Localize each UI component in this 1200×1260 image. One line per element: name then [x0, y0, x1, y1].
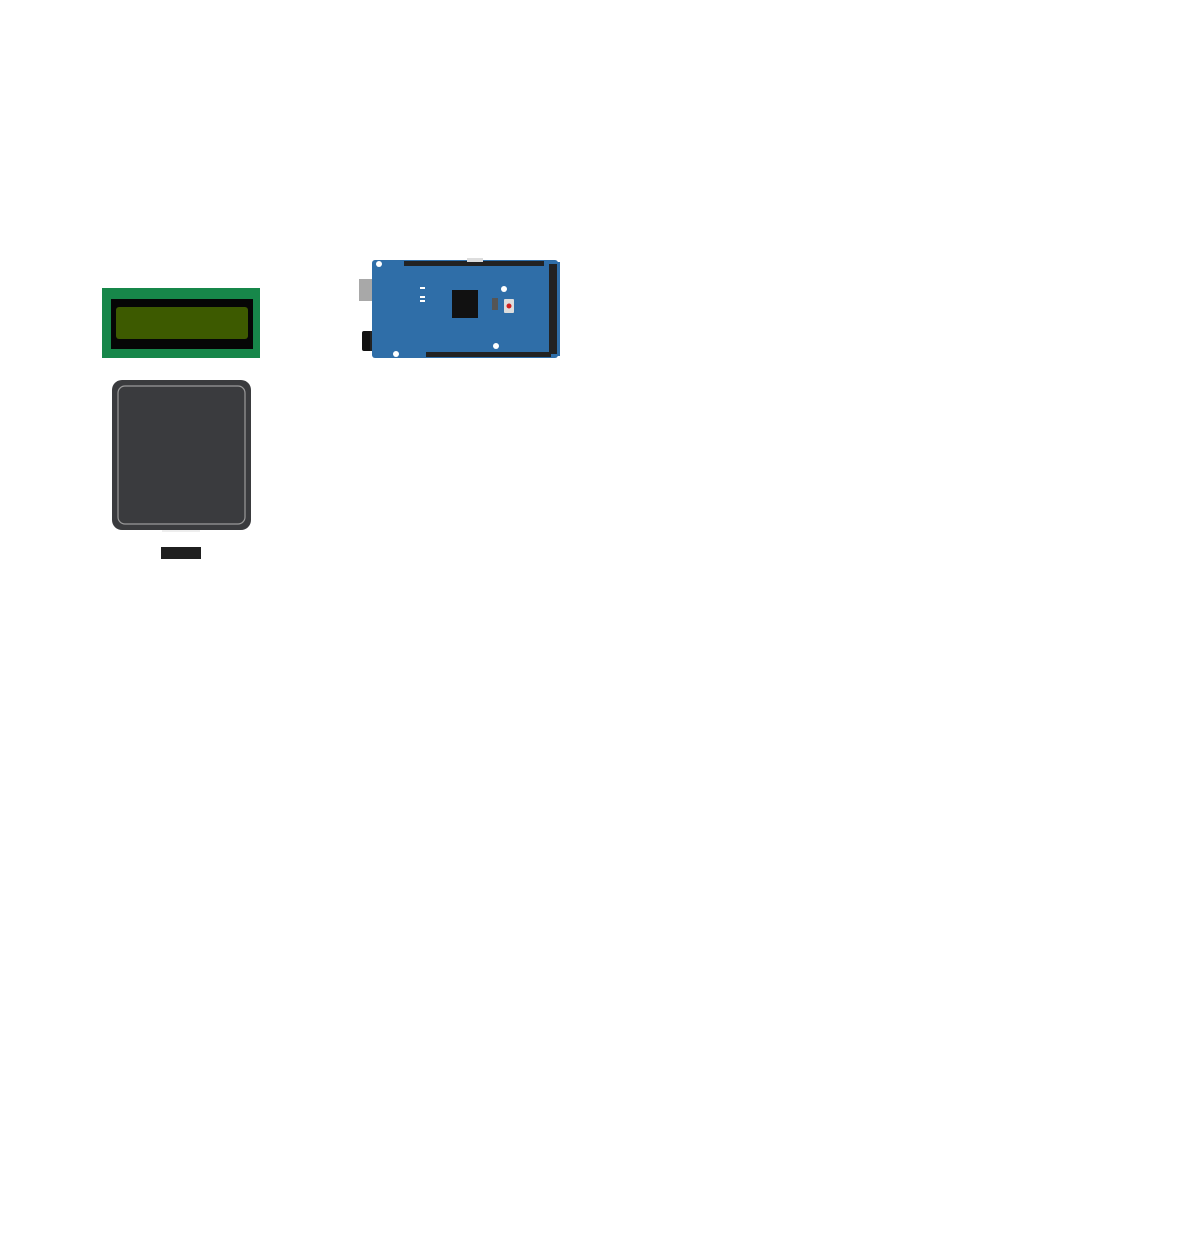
circuit-diagram — [102, 258, 560, 559]
code-line — [33, 1032, 50, 1080]
arduino-mega[interactable] — [359, 258, 560, 358]
lcd-display[interactable] — [102, 288, 260, 358]
digital-header[interactable] — [404, 261, 544, 266]
mounting-hole — [501, 286, 507, 292]
led-l — [420, 287, 425, 289]
keypad-inner-border — [117, 385, 246, 525]
led-tx — [420, 296, 425, 298]
icsp-header — [492, 298, 498, 310]
keypad-connector[interactable] — [161, 547, 201, 559]
right-header[interactable] — [549, 264, 557, 354]
code-line — [33, 742, 50, 790]
lcd-pins[interactable] — [103, 302, 109, 322]
bottom-header[interactable] — [426, 352, 551, 357]
mounting-hole — [393, 351, 399, 357]
lcd-screen — [116, 307, 248, 339]
keypad-body — [112, 380, 251, 530]
code-line — [33, 1177, 50, 1225]
reset-button-cap — [506, 303, 512, 309]
mounting-hole — [376, 261, 382, 267]
code-line — [33, 887, 50, 935]
mcu-chip — [452, 290, 478, 318]
mounting-hole — [493, 343, 499, 349]
header-pins — [467, 258, 483, 262]
keypad[interactable] — [112, 380, 251, 559]
led-rx — [420, 300, 425, 302]
